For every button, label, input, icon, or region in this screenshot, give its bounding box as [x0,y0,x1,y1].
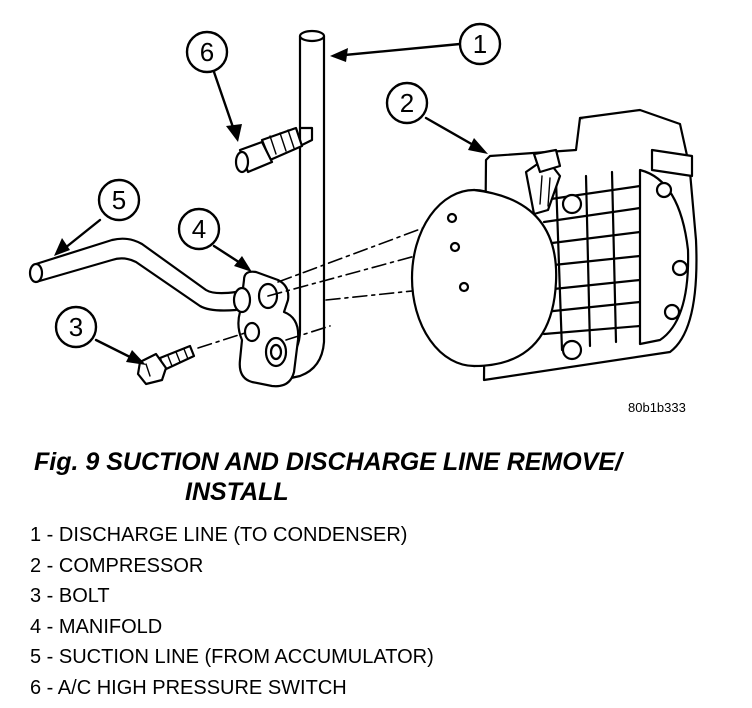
compressor [410,108,698,382]
figure-title-line-1: Fig. 9 SUCTION AND DISCHARGE LINE REMOVE… [34,448,623,476]
legend-item: 5 - SUCTION LINE (FROM ACCUMULATOR) [30,646,434,668]
figure-title-line-2: INSTALL [185,478,289,506]
callout-4: 4 [192,214,206,244]
manifold [232,270,300,388]
callout-2: 2 [400,88,414,118]
legend-item: 1 - DISCHARGE LINE (TO CONDENSER) [30,524,408,546]
diagram-illustration: 1 2 3 4 5 6 [28,22,698,388]
figure-title: Fig. 9 SUCTION AND DISCHARGE LINE REMOVE… [34,447,622,507]
callout-1: 1 [473,29,487,59]
legend-item: 2 - COMPRESSOR [30,554,204,577]
callout-3: 3 [69,312,83,342]
legend-list: 1 - DISCHARGE LINE (TO CONDENSER) 2 - CO… [30,520,434,703]
legend-item: 4 - MANIFOLD [30,615,163,638]
callout-circles [54,22,502,349]
suction-line [28,237,238,312]
high-pressure-switch [234,126,304,174]
callout-5: 5 [112,185,126,215]
callout-6: 6 [200,37,214,67]
image-code: 80b1b333 [628,400,686,415]
legend-item: 6 - A/C HIGH PRESSURE SWITCH [30,676,347,699]
legend-item: 3 - BOLT [30,585,110,607]
bolt [136,344,196,386]
